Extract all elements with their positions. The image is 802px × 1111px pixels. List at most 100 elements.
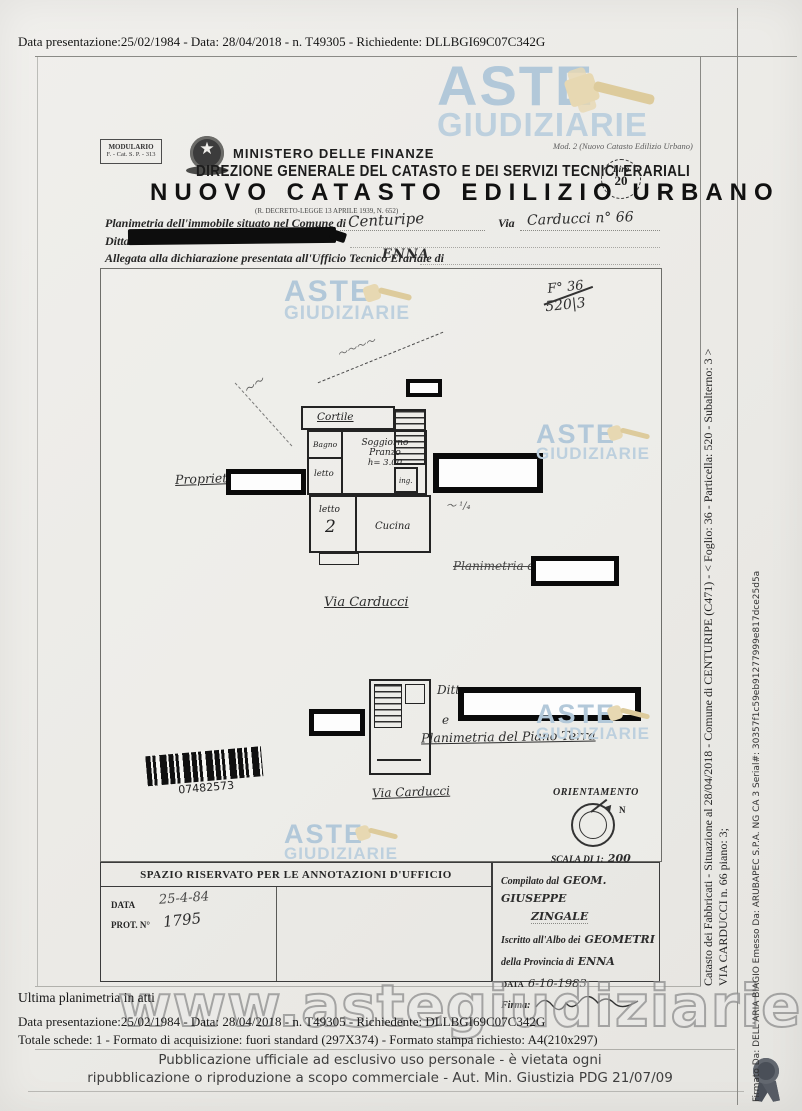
giudiziarie-watermark-text: GIUDIZIARIE [536, 724, 650, 743]
room-label-letto1: letto [314, 469, 334, 479]
gavel-icon [606, 421, 658, 451]
floorplan-room-cucina: Cucina [359, 497, 431, 551]
handwritten-scribble: 〜〜〜〜 [336, 335, 378, 361]
totale-schede-line: Totale schede: 1 - Formato di acquisizio… [18, 1032, 598, 1047]
giudiziarie-watermark-text: GIUDIZIARIE [536, 444, 650, 463]
albo-label: Iscritto all'Albo dei [501, 935, 581, 946]
compilato-value-line1: GEOM. GIUSEPPE [501, 874, 607, 905]
aste-giudiziarie-watermark-small: ASTE GIUDIZIARIE [284, 277, 454, 333]
modulario-line1: MODULARIO [108, 143, 154, 151]
comune-field-label: Planimetria dell'immobile situato nel Co… [105, 216, 347, 230]
site-watermark: www.astegiudiziarie.it [117, 971, 802, 1041]
footer-rule [35, 1049, 735, 1050]
floorplan-room-soggiorno: Soggiorno Pranzo h= 3.00 [345, 438, 425, 468]
comune-field-value: Centuripe [347, 209, 425, 231]
room-label-cortile: Cortile [317, 411, 354, 423]
redaction-box [433, 453, 543, 493]
republic-emblem-icon: ★ [186, 136, 228, 178]
disclaimer-line2: ripubblicazione o riproduzione a scopo c… [87, 1070, 673, 1086]
seal-rosette-icon [748, 1056, 784, 1104]
aste-giudiziarie-watermark-small: ASTE GIUDIZIARIE [284, 821, 434, 865]
data2-label: DATA [501, 979, 524, 989]
floorplan-room-letto1: letto [309, 459, 343, 493]
floorplan-room-bagno: Bagno [309, 432, 343, 459]
room-number-letto2: 2 [325, 517, 336, 537]
modulario-line2: F. - Cat. S. P. - 313 [106, 151, 156, 158]
floorplan-sheet: F° 36 520|3 ASTE GIUDIZIARIE 〜〜 〜〜〜〜 Cor… [100, 268, 662, 865]
prot-value: 1795 [162, 909, 203, 931]
aste-watermark-text: ASTE [536, 419, 617, 449]
ultima-planimetria-line: Ultima planimetria in atti [18, 990, 155, 1005]
aste-giudiziarie-watermark-large: ASTE GIUDIZIARIE [437, 58, 697, 148]
giudiziarie-watermark-text: GIUDIZIARIE [437, 106, 648, 143]
orientation-block: ORIENTAMENTO N [553, 787, 663, 867]
via-field-label: Via [498, 216, 515, 230]
redaction-box [309, 709, 365, 736]
directorate-name: DIREZIONE GENERALE DEL CATASTO E DEI SER… [196, 162, 691, 180]
ufficio-field-value: ENNA [382, 247, 430, 262]
data-label: DATA [111, 900, 136, 910]
handwritten-scribble [234, 382, 293, 447]
floorplan-room-ing: ing. [394, 467, 418, 493]
floorplan-room-letto2: letto 2 [311, 497, 357, 551]
sheet-top-border [35, 56, 797, 57]
document-meta-top-line: Data presentazione:25/02/1984 - Data: 28… [18, 34, 546, 49]
redaction-box [226, 469, 306, 495]
conjunction-e: e [442, 713, 450, 727]
sheet-right-border [700, 56, 701, 986]
prot-label: PROT. N° [111, 920, 150, 930]
planimetria-caption-partial: Planimetria d [453, 559, 536, 573]
aste-giudiziarie-watermark-small: ASTE GIUDIZIARIE [536, 701, 676, 751]
lire-stamp-label: Lire [612, 165, 630, 175]
margin-firmato-line: Firmato Da: DELL'ARIA BIAGIO Emesso Da: … [752, 570, 762, 1102]
margin-via-line: VIA CARDUCCI n. 66 piano: 3; [716, 827, 730, 986]
mod-note: Mod. 2 (Nuovo Catasto Edilizio Urbano) [553, 141, 693, 151]
north-label: N [619, 805, 626, 815]
aste-watermark-text: ASTE [536, 699, 617, 729]
signature-scribble [535, 996, 639, 1011]
room-label-ing: ing. [399, 477, 413, 485]
scale-label: SCALA DI 1: [551, 855, 604, 865]
document-meta-footer-line: Data presentazione:25/02/1984 - Data: 28… [18, 1014, 546, 1029]
firma-label: Firma: [501, 1000, 531, 1011]
provincia-value: ENNA [577, 955, 615, 968]
dotted-rule [340, 229, 485, 231]
disclaimer-line1: Pubblicazione ufficiale ad esclusivo uso… [158, 1052, 602, 1068]
floorplan-room-cortile: Cortile [301, 406, 395, 430]
lire-stamp-value: 20 [614, 173, 628, 188]
room-label-bagno: Bagno [313, 440, 338, 449]
handwritten-scribble [317, 331, 444, 384]
dotted-rule [420, 263, 660, 265]
aste-watermark-text: ASTE [284, 275, 373, 308]
barcode: 07482573 [145, 746, 269, 802]
street-label-via-carducci-2: Via Carducci [371, 783, 451, 801]
table-divider [491, 863, 493, 981]
table-subdivider [276, 887, 277, 981]
redaction-box [531, 556, 619, 586]
lire-stamp: Lire 20 [601, 159, 641, 199]
sheet-left-border [37, 56, 38, 986]
floorplan-balcony [319, 553, 359, 565]
albo-value: GEOMETRI [584, 933, 655, 946]
data-value: 25-4-84 [158, 889, 210, 908]
aste-watermark-text: ASTE [284, 819, 365, 849]
ministry-name: MINISTERO DELLE FINANZE [233, 146, 435, 161]
decree-reference: (R. DECRETO-LEGGE 13 APRILE 1939, N. 652… [255, 207, 399, 215]
ditta-redaction-bar [127, 226, 337, 246]
room-label-pranzo: Pranzo [369, 448, 401, 458]
document-title: NUOVO CATASTO EDILIZIO URBANO [150, 179, 780, 206]
ufficio-field-label: Allegata alla dichiarazione presentata a… [105, 251, 444, 265]
handwritten-scribble: 〜 ¹/₄ [446, 501, 471, 512]
compass-icon [571, 798, 615, 847]
ditta-field-label: Ditta [105, 234, 130, 248]
orientation-title: ORIENTAMENTO [553, 787, 639, 798]
street-label-via-carducci-1: Via Carducci [324, 595, 409, 610]
compiler-block: Compilato dal GEOM. GIUSEPPE ZINGALE Isc… [501, 871, 656, 1013]
giudiziarie-watermark-text: GIUDIZIARIE [284, 844, 398, 863]
gavel-icon [563, 66, 665, 130]
provincia-label: della Provincia di [501, 957, 574, 968]
sheet-bottom-border [35, 986, 701, 987]
margin-catasto-line: Catasto dei Fabbricati - Situazione al 2… [701, 348, 715, 986]
annotations-header: SPAZIO RISERVATO PER LE ANNOTAZIONI D'UF… [101, 863, 491, 887]
